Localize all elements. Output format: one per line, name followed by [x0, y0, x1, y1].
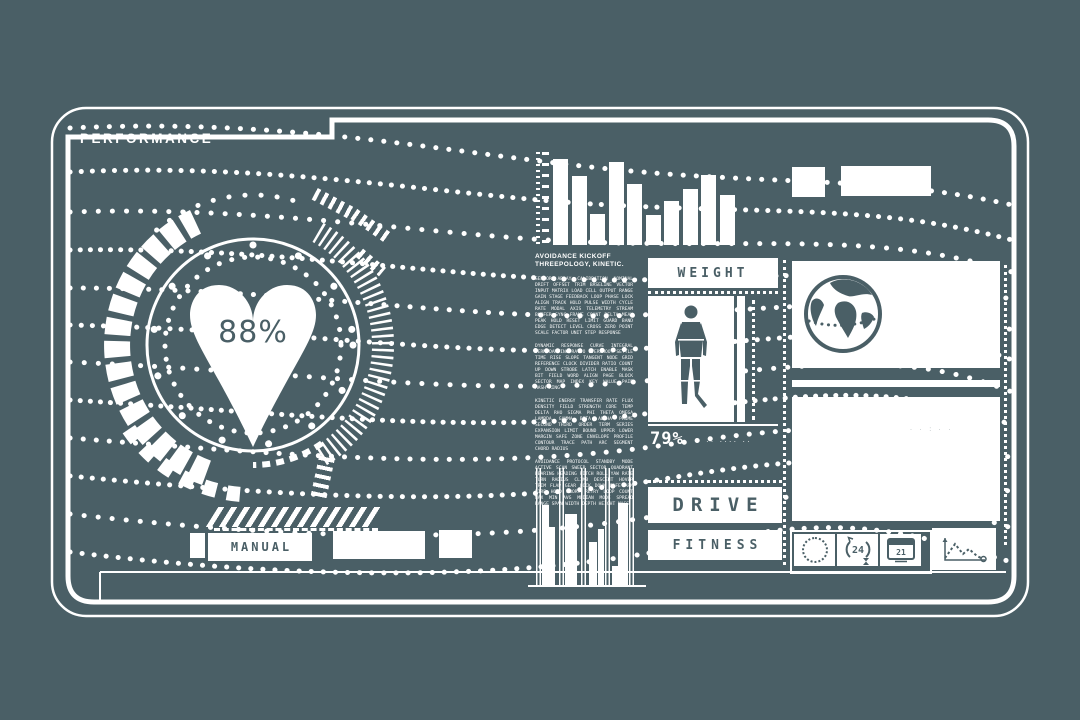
calendar-day: 21: [896, 548, 906, 557]
blank-button-square[interactable]: [439, 530, 472, 558]
divider-dotted-vertical: [783, 260, 786, 565]
fitness-button[interactable]: FITNESS: [648, 530, 782, 560]
info-heading-line2: THREEPOLOGY, KINETIC.: [535, 261, 624, 268]
equalizer-bar: [589, 541, 597, 585]
page-title: PERFORMANCE: [80, 131, 214, 146]
body-panel-side-strip: [737, 296, 745, 422]
clock-button[interactable]: [794, 534, 835, 566]
edge-stub: [190, 533, 205, 558]
chart-bar: [701, 175, 716, 245]
panel-separator-bar: [792, 380, 1000, 387]
info-paragraph: SENSOR ARRAY CALIBRATION NOMINAL DRIFT O…: [535, 277, 633, 336]
body-panel-dotted-line: [752, 300, 755, 420]
equalizer-bar: [618, 503, 628, 585]
equalizer-bar: [612, 566, 618, 585]
drive-button[interactable]: DRIVE: [648, 487, 782, 523]
gauge-bottom-arc: [252, 440, 324, 468]
blank-button-wide[interactable]: [841, 166, 931, 196]
gauge-value: 88%: [218, 315, 288, 350]
weight-value-rule: [648, 424, 778, 426]
gauge-right-tick-arc: [312, 222, 394, 468]
detail-panel: · · : · ·: [792, 397, 1000, 521]
gauge-inner-circle: [145, 237, 361, 453]
body-figure-icon: [675, 305, 707, 408]
weight-value: 79%: [650, 429, 684, 449]
gauge-outer-segments: [119, 420, 241, 502]
heart-gauge: [104, 192, 394, 502]
drive-divider: [648, 480, 782, 483]
chart-bar: [682, 188, 698, 245]
chart-bar: [571, 176, 587, 245]
globe-panel: [792, 261, 1000, 368]
blank-button-small[interactable]: [792, 167, 825, 197]
hatched-bar: [205, 507, 387, 527]
calendar-icon: 21: [886, 538, 915, 563]
area-chart-icon: [942, 538, 987, 563]
manual-button[interactable]: MANUAL: [208, 533, 312, 561]
status-icons-row: 24 21: [790, 530, 932, 574]
chart-bar: [553, 158, 568, 245]
chart-bar: [645, 214, 661, 245]
weight-header-label: WEIGHT: [677, 265, 749, 281]
activity-bar-chart: [553, 153, 739, 245]
day-counter: 24: [851, 545, 863, 556]
blank-button-medium[interactable]: [333, 531, 425, 559]
signal-equalizer: [532, 468, 644, 585]
weight-header[interactable]: WEIGHT: [648, 258, 778, 288]
weight-divider: [648, 291, 778, 294]
chart-bar: [719, 195, 735, 245]
day-cycle-icon: 24: [845, 536, 870, 565]
gauge-left-segment-arc: [104, 210, 212, 486]
equalizer-gridline: [581, 468, 586, 585]
heart-icon: [190, 285, 316, 447]
chart-bar: [627, 184, 642, 245]
gauge-sparse-dots: [149, 241, 357, 449]
gauge-top-dotted-arc: [154, 192, 307, 233]
equalizer-bar: [549, 526, 555, 585]
info-paragraph: KINETIC ENERGY TRANSFER RATE FLUX DENSIT…: [535, 399, 633, 452]
equalizer-gridline: [629, 468, 634, 585]
info-heading: AVOIDANCE KICKOFF THREEPOLOGY, KINETIC.: [535, 253, 635, 269]
globe-icon: [804, 275, 882, 353]
detail-faint-text: · · : · ·: [910, 427, 954, 433]
info-heading-line1: AVOIDANCE KICKOFF: [535, 253, 612, 260]
weight-caption: ·· ···· ··: [706, 437, 752, 446]
manual-button-label: MANUAL: [230, 540, 293, 554]
clock-icon: [801, 537, 828, 563]
equalizer-bar: [598, 528, 604, 585]
equalizer-gridline: [559, 468, 564, 585]
calendar-button[interactable]: 21: [880, 534, 921, 566]
activity-trend-button[interactable]: [932, 528, 996, 570]
equalizer-baseline: [528, 585, 646, 587]
dashed-rule: [214, 528, 378, 531]
equalizer-gridline: [536, 468, 541, 585]
info-paragraph: DYNAMIC RESPONSE CURVE INTEGRAL TERM DAM…: [535, 344, 633, 391]
fitness-button-label: FITNESS: [672, 537, 763, 553]
equalizer-bar: [565, 513, 577, 585]
body-figure-panel: [648, 296, 734, 422]
chart-bar: [590, 213, 605, 245]
screen-frame: [50, 106, 1030, 618]
drive-button-label: DRIVE: [672, 494, 765, 516]
day-cycle-button[interactable]: 24: [837, 534, 878, 566]
chart-bar: [664, 200, 679, 245]
equalizer-bar: [542, 505, 549, 585]
chart-bar: [608, 162, 624, 245]
divider-dotted-vertical: [1004, 265, 1007, 545]
chart-axis-ruler: [536, 152, 549, 248]
equalizer-gridline: [605, 468, 610, 585]
gauge-dot-ring: [162, 254, 344, 436]
